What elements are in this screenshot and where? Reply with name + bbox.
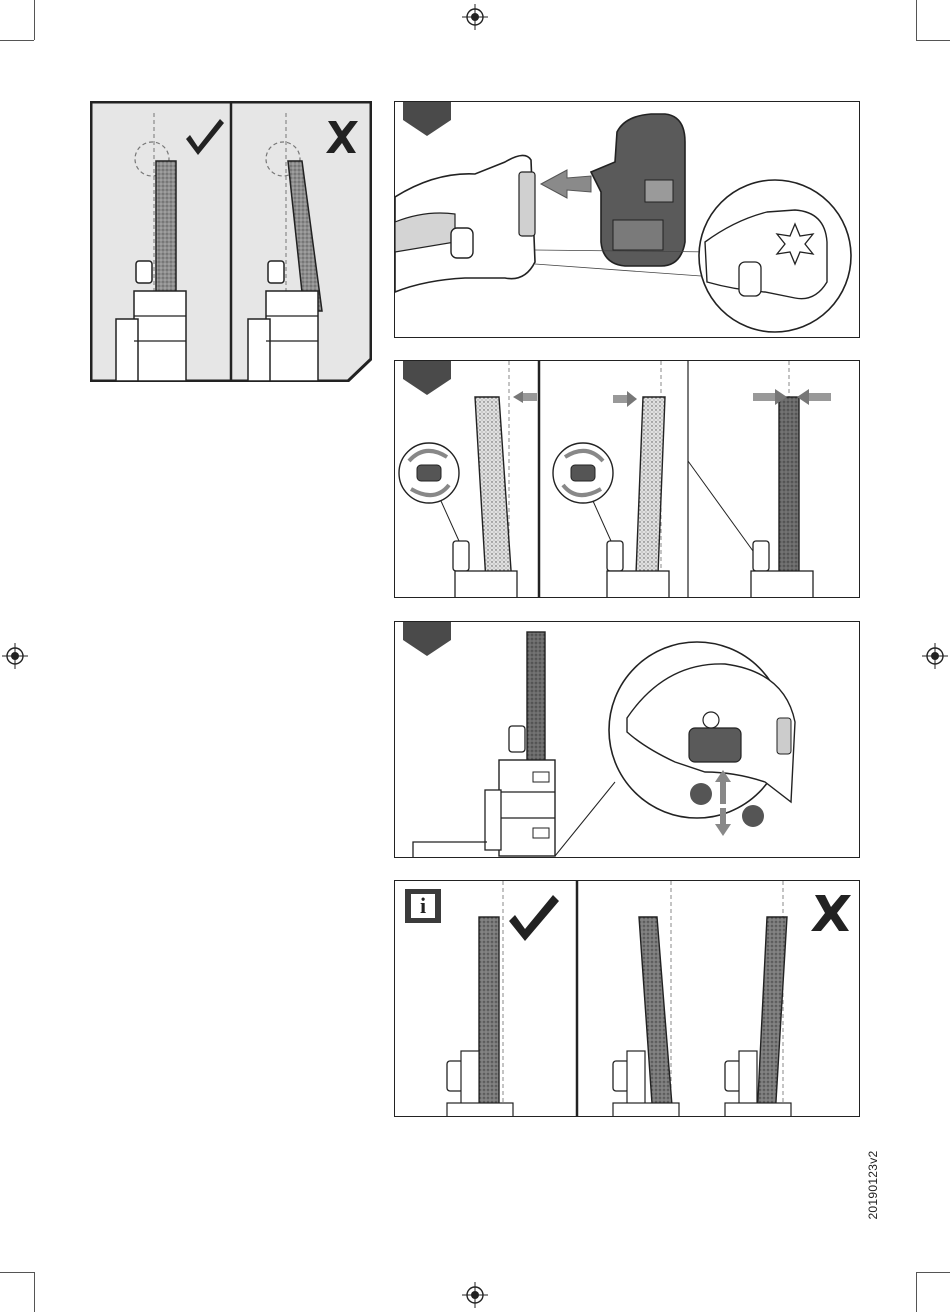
crop-mark-top-left-v bbox=[34, 0, 35, 40]
registration-mark-icon bbox=[462, 4, 488, 30]
revision-code: 20190123v2 bbox=[858, 1130, 888, 1240]
check-mark-icon bbox=[509, 895, 559, 941]
info-icon: i bbox=[405, 889, 441, 923]
crop-mark-bottom-right-h bbox=[916, 1272, 950, 1273]
registration-mark-icon bbox=[922, 643, 948, 669]
step-flag-icon bbox=[403, 622, 451, 656]
fig-info-alignment: i bbox=[394, 880, 860, 1117]
step-flag-icon bbox=[403, 361, 451, 395]
fig-alignment-check bbox=[90, 101, 372, 382]
crop-mark-top-right-v bbox=[916, 0, 917, 40]
crop-mark-top-left-h bbox=[0, 40, 34, 41]
registration-mark-icon bbox=[2, 643, 28, 669]
step-flag-icon bbox=[403, 102, 451, 136]
registration-mark-icon bbox=[462, 1282, 488, 1308]
crop-mark-bottom-right-v bbox=[916, 1272, 917, 1312]
crop-mark-top-right-h bbox=[916, 40, 950, 41]
info-symbol: i bbox=[411, 894, 435, 918]
revision-code-text: 20190123v2 bbox=[866, 1150, 880, 1219]
fig-switch-lock bbox=[394, 621, 860, 858]
crop-mark-bottom-left-h bbox=[0, 1272, 34, 1273]
fig-battery-insert bbox=[394, 101, 860, 338]
crop-mark-bottom-left-v bbox=[34, 1272, 35, 1312]
cross-mark-icon bbox=[811, 895, 851, 931]
fig-belt-tracking bbox=[394, 360, 860, 598]
